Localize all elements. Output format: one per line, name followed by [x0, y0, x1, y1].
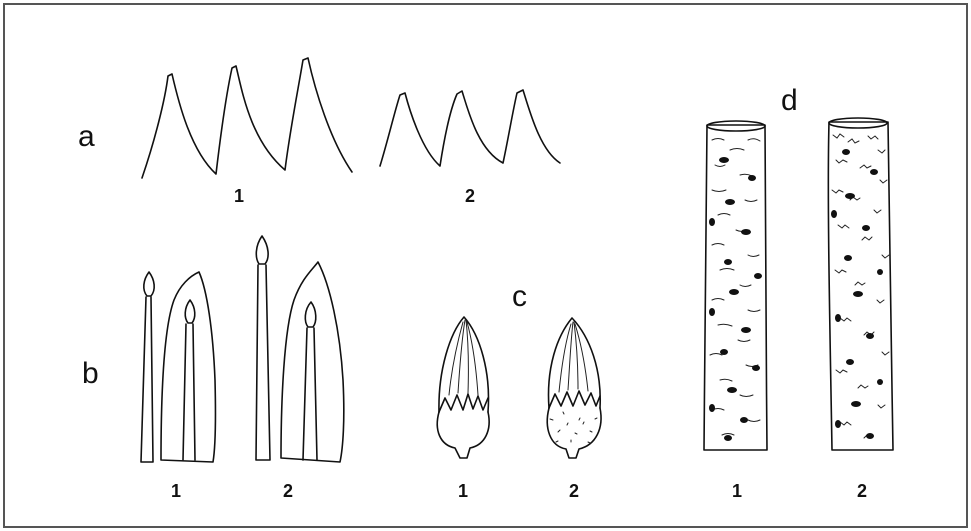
panel-c-label-2: 2	[569, 481, 579, 501]
panel-b-label-2: 2	[283, 481, 293, 501]
panel-b-label-1: 1	[171, 481, 181, 501]
panel-d-label-2: 2	[857, 481, 867, 501]
panel-d-label-1: 1	[732, 481, 742, 501]
panel-d-letter: d	[781, 84, 798, 117]
panel-a-label-2: 2	[465, 186, 475, 206]
panel-c-letter: c	[512, 280, 527, 313]
plate-frame	[4, 4, 967, 527]
panel-b-letter: b	[82, 357, 99, 390]
panel-a-label-1: 1	[234, 186, 244, 206]
panel-a-letter: a	[78, 120, 95, 153]
panel-c-label-1: 1	[458, 481, 468, 501]
